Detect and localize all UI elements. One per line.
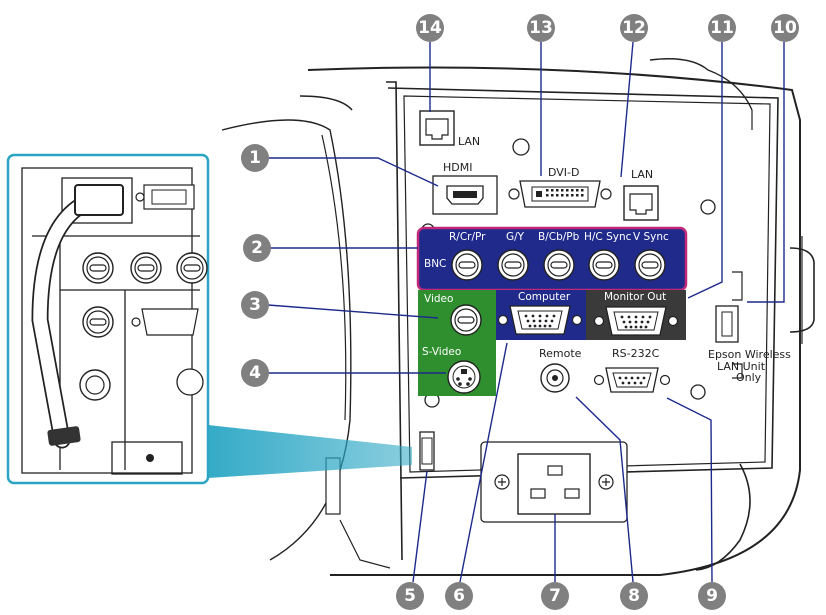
computer-panel: Computer [496, 290, 586, 340]
svg-text:4: 4 [249, 363, 261, 383]
bnc-g-connector [497, 249, 529, 281]
callout-6: 6 [445, 582, 473, 610]
bnc-b-label: B/Cb/Pb [538, 231, 580, 243]
callout-4: 4 [241, 359, 269, 387]
bnc-b-connector [543, 249, 575, 281]
svg-text:2: 2 [251, 238, 263, 258]
svg-text:14: 14 [418, 18, 442, 38]
video-connector [450, 304, 482, 336]
callout-lines [267, 41, 785, 583]
dvi-d-label: DVI-D [548, 166, 580, 179]
callout-7: 7 [541, 582, 569, 610]
svg-text:11: 11 [710, 18, 734, 38]
svg-text:3: 3 [249, 295, 261, 315]
power-inlet [480, 441, 628, 523]
callout-line-3 [267, 304, 439, 319]
projector-body [221, 58, 815, 576]
callout-13: 13 [527, 14, 555, 42]
wireless-label-1: Epson Wireless [708, 348, 791, 361]
lan-top-label: LAN [458, 135, 480, 148]
s-video-connector [447, 360, 481, 394]
bnc-panel: BNC R/Cr/Pr G/Y B/Cb/Pb H/C Sync V Sync [416, 226, 688, 292]
rs232c-label: RS-232C [612, 347, 660, 360]
svg-text:12: 12 [622, 18, 646, 38]
bnc-g-label: G/Y [506, 231, 525, 243]
callout-12: 12 [620, 14, 648, 42]
bnc-r-connector [451, 249, 483, 281]
bnc-h-label: H/C Sync [584, 231, 632, 243]
remote-label: Remote [539, 347, 582, 360]
svg-text:8: 8 [628, 586, 640, 606]
s-video-label: S-Video [422, 346, 461, 358]
callout-5: 5 [396, 582, 424, 610]
svg-text:5: 5 [404, 586, 416, 606]
wireless-lan-slot: Epson Wireless LAN Unit Only [708, 271, 791, 384]
callout-line-1 [268, 157, 439, 187]
callout-line-11 [687, 42, 723, 299]
bnc-label: BNC [424, 258, 446, 270]
callout-11: 11 [708, 14, 736, 42]
svg-text:6: 6 [453, 586, 465, 606]
callout-markers: 1 2 3 4 5 6 7 8 9 10 11 12 13 14 [241, 14, 799, 610]
inset-zoom-view [6, 153, 412, 485]
callout-line-12 [620, 41, 634, 178]
lan-port-top: LAN [419, 110, 480, 148]
svg-text:10: 10 [773, 18, 797, 38]
bnc-v-connector [634, 249, 666, 281]
monitor-out-panel: Monitor Out [586, 290, 686, 340]
bnc-r-label: R/Cr/Pr [449, 231, 486, 243]
callout-line-5 [412, 470, 428, 583]
lan-right-label: LAN [631, 168, 653, 181]
callout-line-10 [747, 42, 785, 303]
hdmi-port: HDMI [432, 161, 498, 215]
callout-10: 10 [771, 14, 799, 42]
bnc-h-connector [588, 249, 620, 281]
remote-port: Remote [539, 347, 582, 393]
callout-1: 1 [241, 144, 269, 172]
callout-3: 3 [241, 291, 269, 319]
video-panel: Video S-Video [418, 290, 496, 396]
hdmi-label: HDMI [443, 161, 472, 174]
svg-text:1: 1 [249, 148, 261, 168]
callout-9: 9 [698, 582, 726, 610]
lan-port-right: LAN [623, 168, 659, 221]
svg-text:7: 7 [549, 586, 561, 606]
callout-line-9 [666, 397, 713, 583]
rs-232c-port: RS-232C [593, 347, 671, 393]
svg-text:13: 13 [529, 18, 553, 38]
callout-line-8 [575, 396, 634, 583]
dvi-d-port: DVI-D [508, 166, 612, 208]
wireless-label-3: Only [736, 371, 762, 384]
video-label: Video [424, 293, 453, 305]
wireless-label-2: LAN Unit [717, 360, 766, 373]
computer-label: Computer [518, 291, 571, 303]
monitor-out-label: Monitor Out [604, 291, 666, 303]
svg-text:9: 9 [706, 586, 718, 606]
zoom-beam [208, 425, 412, 478]
callout-8: 8 [620, 582, 648, 610]
callout-14: 14 [416, 14, 444, 42]
callout-2: 2 [243, 234, 271, 262]
callout-line-6 [459, 342, 508, 583]
bnc-v-label: V Sync [633, 231, 669, 243]
